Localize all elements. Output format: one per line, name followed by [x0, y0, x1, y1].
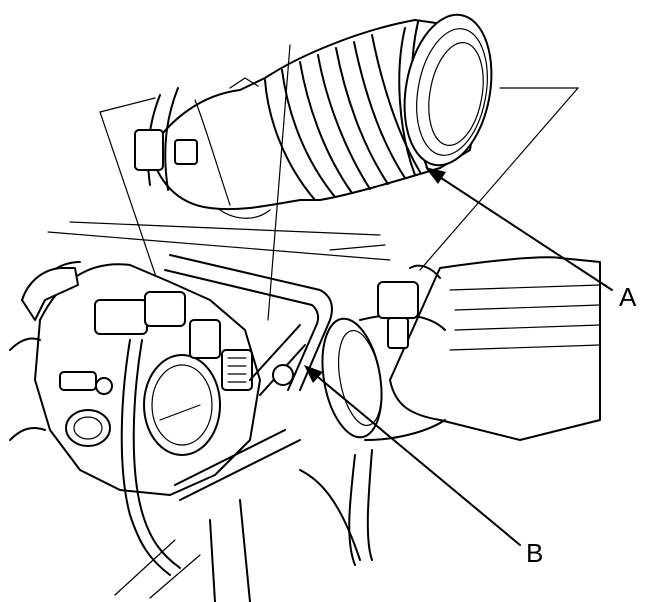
callout-a-arrow	[425, 167, 613, 291]
callout-b-arrow	[304, 365, 521, 546]
callout-label-a: A	[619, 282, 637, 312]
intake-duct	[134, 13, 493, 219]
callout-label-b: B	[526, 538, 544, 568]
throttle-body	[9, 261, 261, 576]
intake-chamber	[321, 256, 601, 566]
manifold-frame	[114, 254, 361, 602]
leader-lines	[47, 44, 579, 321]
